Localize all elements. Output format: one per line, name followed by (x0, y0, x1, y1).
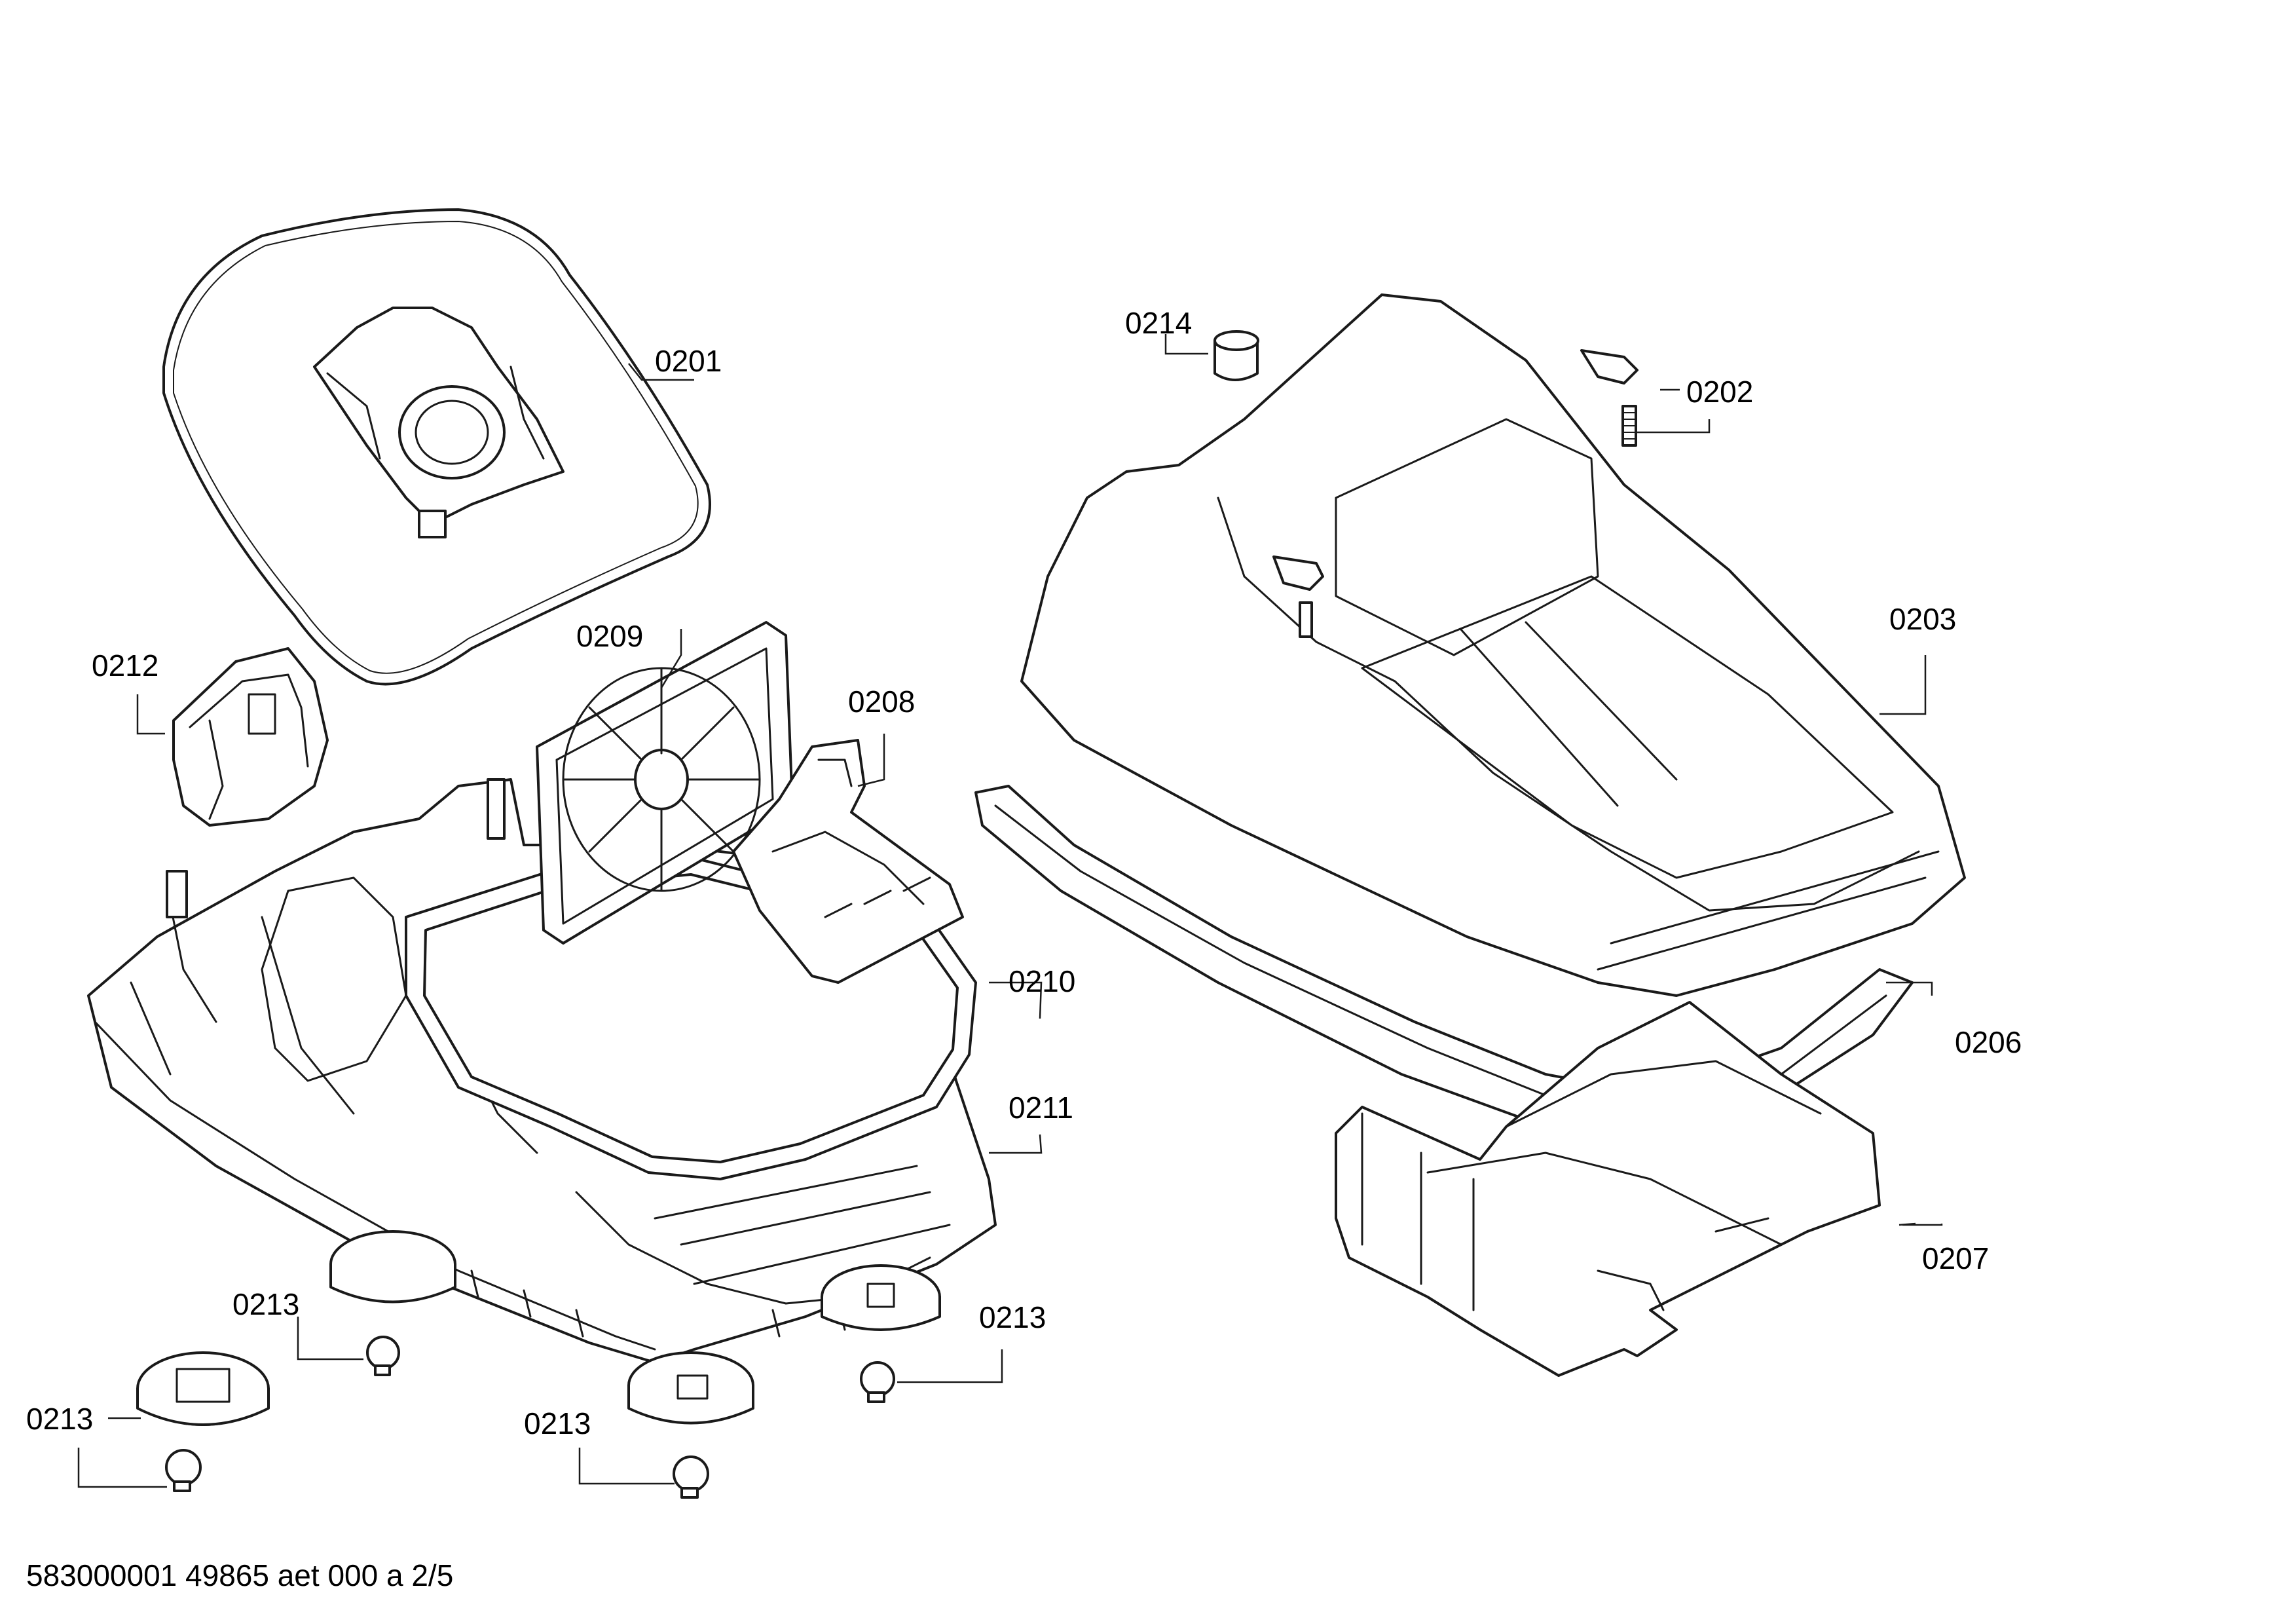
callout-0213-d: 0213 (524, 1406, 591, 1440)
callout-0202: 0202 (1686, 375, 1754, 409)
callout-0210: 0210 (1009, 964, 1076, 998)
part-cover-0212 (172, 647, 329, 827)
callout-0212: 0212 (92, 648, 159, 683)
part-wheel-c (627, 1351, 754, 1425)
part-holder-0208 (732, 739, 964, 984)
callout-0214: 0214 (1125, 306, 1193, 340)
leader-lines (77, 334, 1943, 1488)
callout-0201: 0201 (655, 344, 722, 378)
part-cap-0214 (1213, 330, 1259, 381)
part-wheel-b (329, 1230, 456, 1304)
callout-0211: 0211 (1009, 1091, 1073, 1125)
part-top-cover-0203 (1020, 293, 1966, 997)
callout-0209: 0209 (576, 619, 644, 653)
part-wheel-d (821, 1264, 941, 1331)
callout-0207: 0207 (1922, 1241, 1990, 1275)
part-latch-0202 (1580, 349, 1639, 447)
callout-0213-a: 0213 (232, 1287, 300, 1321)
part-filter-grid-0209 (536, 621, 794, 945)
part-dust-bag (162, 208, 711, 686)
part-wheel-a (136, 1351, 270, 1426)
document-id-footer: 583000001 49865 aet 000 a 2/5 (26, 1558, 454, 1592)
callout-0213-c: 0213 (26, 1402, 94, 1436)
callout-0206: 0206 (1955, 1025, 2022, 1059)
callout-0208: 0208 (848, 685, 916, 719)
callout-0203: 0203 (1889, 602, 1957, 636)
callout-0213-b: 0213 (979, 1300, 1046, 1334)
part-castor-pins (165, 1336, 895, 1499)
part-bottom-shell-0207 (1335, 1001, 1881, 1377)
